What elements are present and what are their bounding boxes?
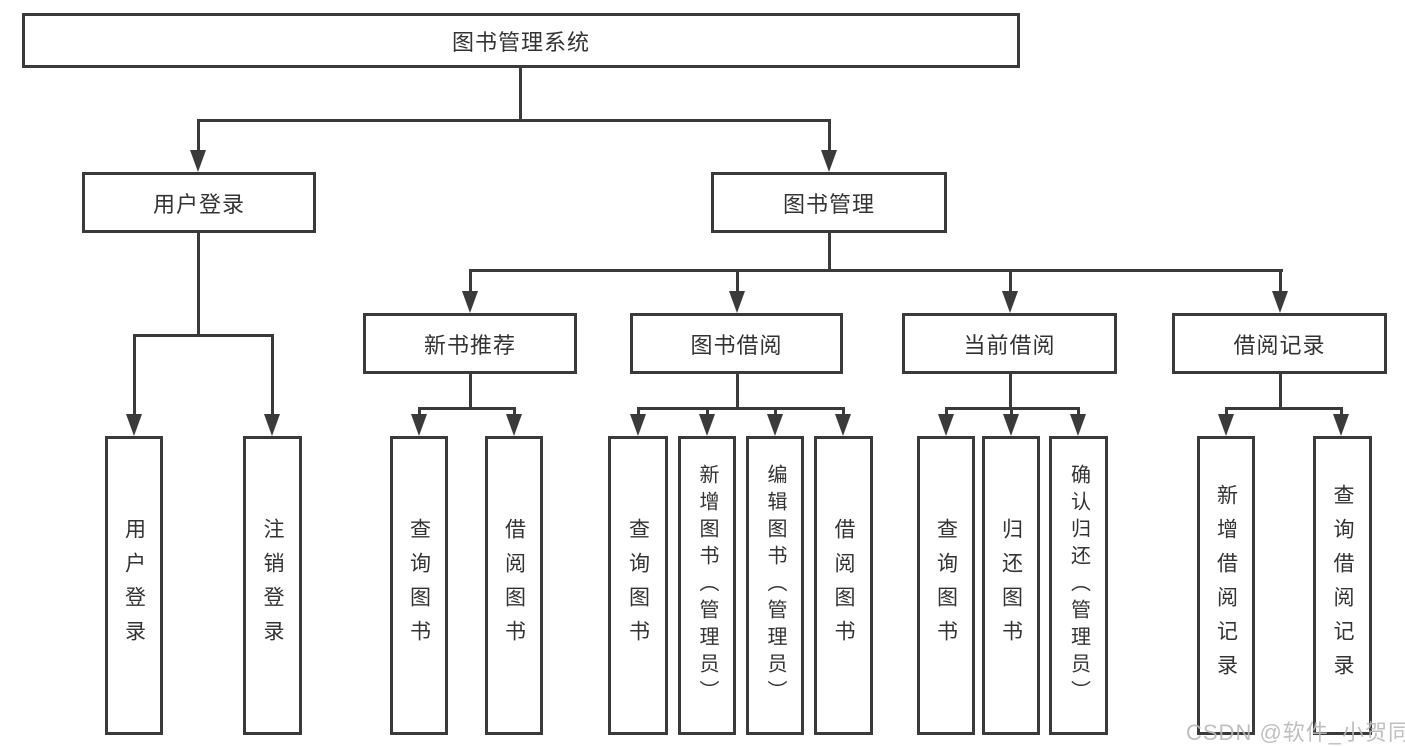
connector-line bbox=[1077, 407, 1080, 417]
leaf-cb-return-books: 归还图书 bbox=[982, 436, 1040, 735]
connector-line bbox=[1225, 407, 1343, 410]
arrow-down-icon bbox=[1002, 291, 1018, 313]
leaf-user-login: 用户登录 bbox=[105, 436, 163, 735]
connector-line bbox=[469, 374, 472, 410]
node-book-borrowing: 图书借阅 bbox=[630, 313, 843, 374]
node-root: 图书管理系统 bbox=[22, 13, 1020, 68]
node-user-login: 用户登录 bbox=[82, 172, 316, 233]
connector-line bbox=[133, 334, 274, 337]
leaf-bb-add-books-admin-label: 新增图书（管理员） bbox=[696, 464, 718, 707]
arrow-down-icon bbox=[1003, 414, 1019, 436]
connector-line bbox=[418, 407, 421, 417]
leaf-cb-confirm-return-admin: 确认归还（管理员） bbox=[1049, 436, 1108, 735]
leaf-bb-edit-books-admin-label: 编辑图书（管理员） bbox=[764, 464, 786, 707]
node-user-login-label: 用户登录 bbox=[152, 191, 245, 217]
leaf-logout-label: 注销登录 bbox=[261, 517, 284, 654]
node-book-borrowing-label: 图书借阅 bbox=[690, 332, 783, 358]
connector-line bbox=[1279, 269, 1282, 293]
leaf-br-add-record: 新增借阅记录 bbox=[1197, 436, 1255, 735]
leaf-cb-query-books-label: 查询图书 bbox=[934, 517, 958, 654]
connector-line bbox=[418, 407, 516, 410]
connector-line bbox=[271, 334, 274, 416]
connector-line bbox=[828, 119, 831, 153]
connector-line bbox=[945, 407, 948, 417]
arrow-down-icon bbox=[938, 414, 954, 436]
node-current-borrowing: 当前借阅 bbox=[902, 313, 1117, 374]
connector-line bbox=[197, 119, 200, 153]
arrow-down-icon bbox=[264, 414, 280, 436]
connector-line bbox=[519, 68, 522, 122]
leaf-bb-query-books: 查询图书 bbox=[608, 436, 668, 735]
arrow-down-icon bbox=[506, 414, 522, 436]
connector-line bbox=[706, 407, 709, 417]
leaf-nb-query-books-label: 查询图书 bbox=[407, 517, 431, 654]
connector-line bbox=[133, 334, 136, 416]
leaf-user-login-label: 用户登录 bbox=[122, 517, 146, 654]
leaf-bb-add-books-admin: 新增图书（管理员） bbox=[678, 436, 736, 735]
connector-line bbox=[774, 407, 777, 417]
leaf-br-add-record-label: 新增借阅记录 bbox=[1214, 483, 1238, 688]
node-book-management-label: 图书管理 bbox=[782, 191, 875, 217]
arrow-down-icon bbox=[411, 414, 427, 436]
leaf-br-query-record: 查询借阅记录 bbox=[1313, 436, 1372, 735]
arrow-down-icon bbox=[630, 414, 646, 436]
leaf-br-query-record-label: 查询借阅记录 bbox=[1331, 483, 1354, 688]
node-book-management: 图书管理 bbox=[711, 172, 947, 233]
node-new-book-recommend: 新书推荐 bbox=[363, 313, 577, 374]
arrow-down-icon bbox=[835, 414, 851, 436]
leaf-bb-borrow-books-label: 借阅图书 bbox=[832, 517, 855, 654]
arrow-down-icon bbox=[462, 291, 478, 313]
connector-line bbox=[1340, 407, 1343, 417]
arrow-down-icon bbox=[767, 414, 783, 436]
leaf-bb-edit-books-admin: 编辑图书（管理员） bbox=[746, 436, 804, 735]
leaf-bb-query-books-label: 查询图书 bbox=[626, 517, 650, 654]
connector-line bbox=[469, 269, 1283, 272]
connector-line bbox=[1225, 407, 1228, 417]
leaf-nb-borrow-books: 借阅图书 bbox=[485, 436, 543, 735]
connector-line bbox=[637, 407, 845, 410]
arrow-down-icon bbox=[729, 291, 745, 313]
leaf-logout: 注销登录 bbox=[243, 436, 302, 735]
arrow-down-icon bbox=[699, 414, 715, 436]
connector-line bbox=[1010, 407, 1013, 417]
arrow-down-icon bbox=[1218, 414, 1234, 436]
arrow-down-icon bbox=[821, 150, 837, 172]
connector-line bbox=[1279, 374, 1282, 410]
leaf-cb-query-books: 查询图书 bbox=[917, 436, 975, 735]
leaf-nb-query-books: 查询图书 bbox=[390, 436, 448, 735]
connector-line bbox=[197, 119, 831, 122]
connector-line bbox=[842, 407, 845, 417]
leaf-bb-borrow-books: 借阅图书 bbox=[814, 436, 873, 735]
leaf-cb-return-books-label: 归还图书 bbox=[999, 517, 1023, 654]
arrow-down-icon bbox=[1070, 414, 1086, 436]
connector-line bbox=[637, 407, 640, 417]
leaf-nb-borrow-books-label: 借阅图书 bbox=[502, 517, 526, 654]
connector-line bbox=[736, 269, 739, 293]
connector-line bbox=[828, 233, 831, 272]
connector-line bbox=[197, 233, 200, 337]
watermark: CSDN @软件_小贺同学 bbox=[1186, 720, 1405, 745]
arrow-down-icon bbox=[1333, 414, 1349, 436]
arrow-down-icon bbox=[190, 150, 206, 172]
arrow-down-icon bbox=[1272, 291, 1288, 313]
node-root-label: 图书管理系统 bbox=[451, 29, 590, 55]
leaf-cb-confirm-return-admin-label: 确认归还（管理员） bbox=[1067, 464, 1090, 707]
connector-line bbox=[469, 269, 472, 293]
node-borrowing-records: 借阅记录 bbox=[1172, 313, 1387, 374]
arrow-down-icon bbox=[126, 414, 142, 436]
connector-line bbox=[513, 407, 516, 417]
connector-line bbox=[1009, 269, 1012, 293]
connector-line bbox=[736, 374, 739, 410]
node-current-borrowing-label: 当前借阅 bbox=[963, 332, 1056, 358]
node-new-book-recommend-label: 新书推荐 bbox=[423, 332, 516, 358]
node-borrowing-records-label: 借阅记录 bbox=[1233, 332, 1326, 358]
connector-line bbox=[1009, 374, 1012, 410]
